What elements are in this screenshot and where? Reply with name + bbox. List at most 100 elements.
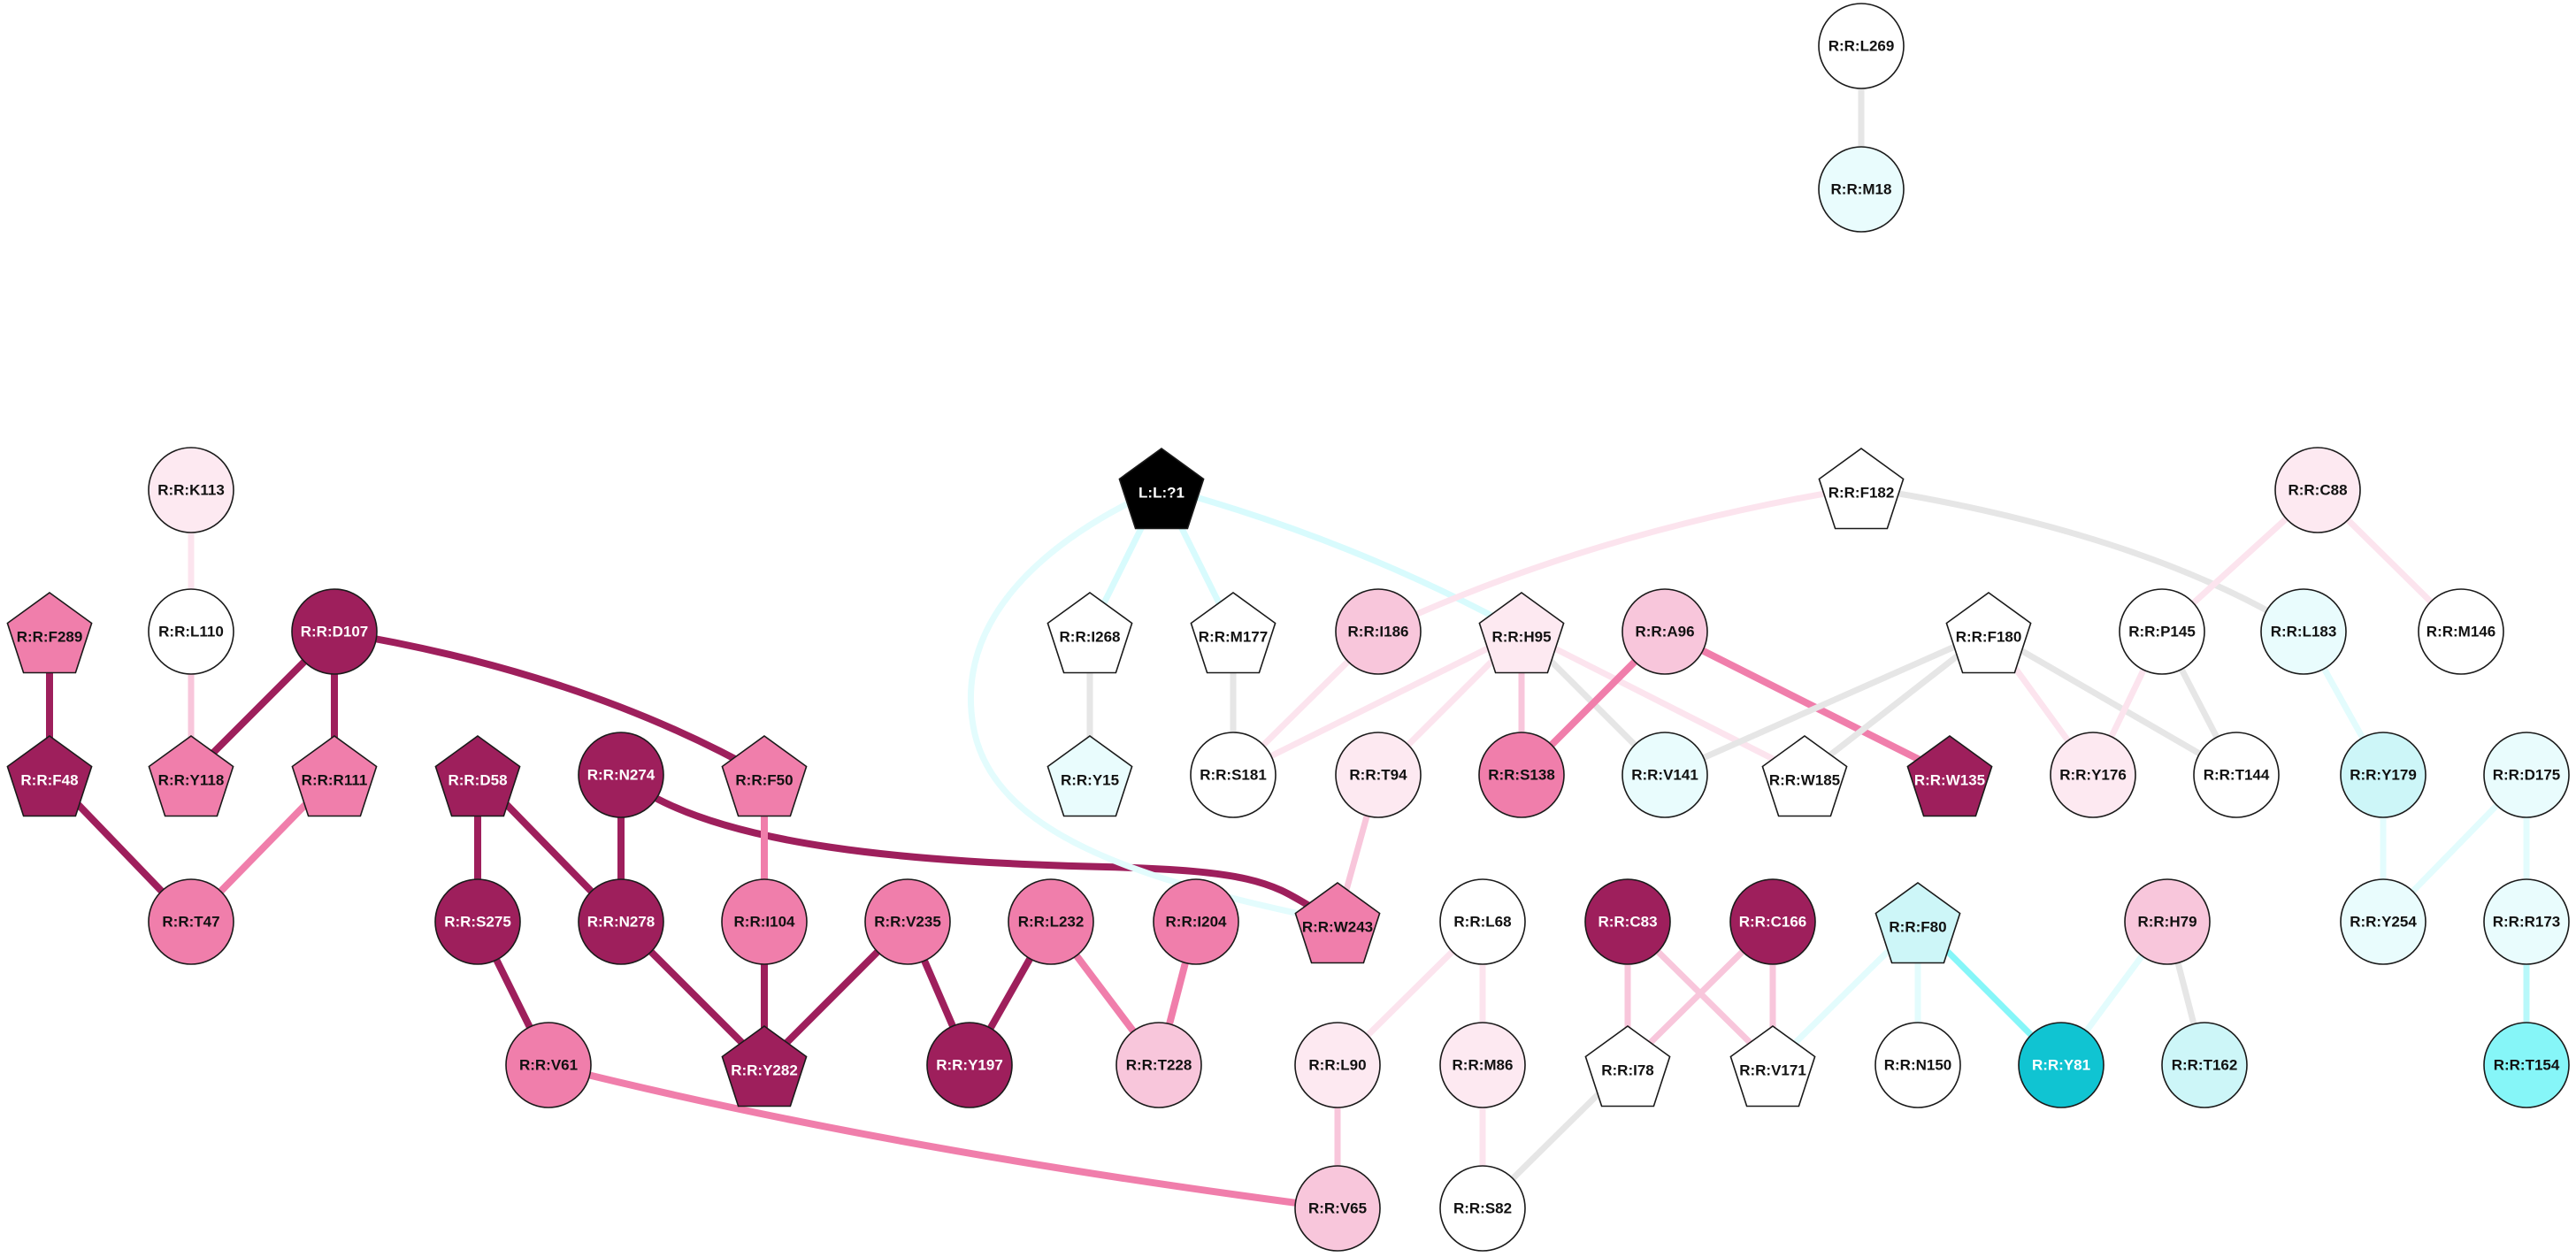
node-v141[interactable]: R:R:V141 — [1622, 732, 1708, 818]
node-circle-shape — [1478, 732, 1565, 818]
edge-h95-w185 — [1518, 628, 1808, 778]
node-t47[interactable]: R:R:T47 — [148, 878, 234, 965]
node-i204[interactable]: R:R:I204 — [1153, 878, 1239, 965]
node-s82[interactable]: R:R:S82 — [1439, 1165, 1526, 1252]
node-v171[interactable]: R:R:V171 — [1729, 1025, 1816, 1108]
node-c88[interactable]: R:R:C88 — [2274, 447, 2361, 533]
node-h79[interactable]: R:R:H79 — [2124, 878, 2211, 965]
node-f48[interactable]: R:R:F48 — [6, 735, 93, 817]
node-y118[interactable]: R:R:Y118 — [148, 735, 234, 817]
node-label: R:R:F289 — [17, 629, 83, 646]
node-y254[interactable]: R:R:Y254 — [2340, 878, 2426, 965]
node-l68[interactable]: R:R:L68 — [1439, 878, 1526, 965]
node-label: R:R:I104 — [734, 914, 796, 931]
node-pentagon-shape — [1584, 1025, 1671, 1108]
node-pentagon-shape — [1046, 592, 1133, 674]
node-pentagon-shape — [1906, 735, 1993, 817]
node-v235[interactable]: R:R:V235 — [864, 878, 951, 965]
node-d107[interactable]: R:R:D107 — [291, 588, 378, 675]
node-label: R:R:W243 — [1302, 919, 1373, 936]
node-y282[interactable]: R:R:Y282 — [721, 1025, 808, 1108]
node-p145[interactable]: R:R:P145 — [2119, 588, 2205, 675]
node-w185[interactable]: R:R:W185 — [1761, 735, 1848, 817]
node-circle-shape — [926, 1022, 1013, 1108]
node-label: R:R:L68 — [1453, 914, 1511, 931]
node-l71[interactable]: L:L:?1 — [1118, 448, 1205, 530]
node-pentagon-shape — [148, 735, 234, 817]
node-v65[interactable]: R:R:V65 — [1294, 1165, 1381, 1252]
node-i186[interactable]: R:R:I186 — [1335, 588, 1422, 675]
node-s275[interactable]: R:R:S275 — [434, 878, 521, 965]
node-y176[interactable]: R:R:Y176 — [2050, 732, 2136, 818]
node-label: R:R:V171 — [1739, 1062, 1806, 1079]
node-c166[interactable]: R:R:C166 — [1729, 878, 1816, 965]
node-y179[interactable]: R:R:Y179 — [2340, 732, 2426, 818]
node-circle-shape — [1622, 732, 1708, 818]
node-m18[interactable]: R:R:M18 — [1818, 146, 1905, 233]
node-circle-shape — [2418, 588, 2504, 675]
node-n274[interactable]: R:R:N274 — [578, 732, 664, 818]
node-label: R:R:R173 — [2493, 914, 2561, 931]
node-v61[interactable]: R:R:V61 — [505, 1022, 592, 1108]
node-circle-shape — [2340, 878, 2426, 965]
node-s138[interactable]: R:R:S138 — [1478, 732, 1565, 818]
node-pentagon-shape — [1874, 882, 1961, 964]
node-t162[interactable]: R:R:T162 — [2161, 1022, 2248, 1108]
node-w135[interactable]: R:R:W135 — [1906, 735, 1993, 817]
node-label: R:R:T162 — [2172, 1057, 2238, 1074]
node-label: R:R:N150 — [1884, 1057, 1952, 1074]
node-pentagon-shape — [1046, 735, 1133, 817]
edge-a96-w135 — [1661, 628, 1953, 778]
node-r173[interactable]: R:R:R173 — [2483, 878, 2570, 965]
node-i78[interactable]: R:R:I78 — [1584, 1025, 1671, 1108]
node-label: R:R:S82 — [1453, 1200, 1512, 1217]
node-w243[interactable]: R:R:W243 — [1294, 882, 1381, 964]
node-f50[interactable]: R:R:F50 — [721, 735, 808, 817]
node-t144[interactable]: R:R:T144 — [2193, 732, 2280, 818]
node-circle-shape — [1439, 1022, 1526, 1108]
node-label: R:R:Y197 — [936, 1057, 1003, 1074]
node-l110[interactable]: R:R:L110 — [148, 588, 234, 675]
node-label: R:R:S138 — [1488, 767, 1555, 784]
node-f180[interactable]: R:R:F180 — [1945, 592, 2032, 674]
node-h95[interactable]: R:R:H95 — [1478, 592, 1565, 674]
node-f80[interactable]: R:R:F80 — [1874, 882, 1961, 964]
node-label: R:R:H95 — [1491, 629, 1551, 646]
node-r111[interactable]: R:R:R111 — [291, 735, 378, 817]
node-l232[interactable]: R:R:L232 — [1008, 878, 1094, 965]
node-m177[interactable]: R:R:M177 — [1190, 592, 1276, 674]
node-s181[interactable]: R:R:S181 — [1190, 732, 1276, 818]
node-f182[interactable]: R:R:F182 — [1818, 448, 1905, 530]
node-label: R:R:Y15 — [1061, 772, 1119, 789]
node-m86[interactable]: R:R:M86 — [1439, 1022, 1526, 1108]
node-label: R:R:T144 — [2204, 767, 2270, 784]
edge-l71-h95 — [1158, 484, 1525, 635]
node-d58[interactable]: R:R:D58 — [434, 735, 521, 817]
node-k113[interactable]: R:R:K113 — [148, 447, 234, 533]
node-d175[interactable]: R:R:D175 — [2483, 732, 2570, 818]
node-l269[interactable]: R:R:L269 — [1818, 3, 1905, 89]
node-c83[interactable]: R:R:C83 — [1584, 878, 1671, 965]
node-t154[interactable]: R:R:T154 — [2483, 1022, 2570, 1108]
node-i268[interactable]: R:R:I268 — [1046, 592, 1133, 674]
node-label: R:R:T228 — [1126, 1057, 1192, 1074]
node-circle-shape — [1818, 3, 1905, 89]
edge-v61-v65 — [545, 1062, 1341, 1212]
node-m146[interactable]: R:R:M146 — [2418, 588, 2504, 675]
node-f289[interactable]: R:R:F289 — [6, 592, 93, 674]
node-circle-shape — [1439, 1165, 1526, 1252]
node-l183[interactable]: R:R:L183 — [2260, 588, 2347, 675]
node-y81[interactable]: R:R:Y81 — [2018, 1022, 2104, 1108]
node-n278[interactable]: R:R:N278 — [578, 878, 664, 965]
node-a96[interactable]: R:R:A96 — [1622, 588, 1708, 675]
node-i104[interactable]: R:R:I104 — [721, 878, 808, 965]
node-y15[interactable]: R:R:Y15 — [1046, 735, 1133, 817]
node-circle-shape — [1294, 1165, 1381, 1252]
node-n150[interactable]: R:R:N150 — [1874, 1022, 1961, 1108]
node-y197[interactable]: R:R:Y197 — [926, 1022, 1013, 1108]
node-t94[interactable]: R:R:T94 — [1335, 732, 1422, 818]
node-label: R:R:S275 — [444, 914, 511, 931]
node-l90[interactable]: R:R:L90 — [1294, 1022, 1381, 1108]
node-circle-shape — [864, 878, 951, 965]
node-t228[interactable]: R:R:T228 — [1116, 1022, 1202, 1108]
